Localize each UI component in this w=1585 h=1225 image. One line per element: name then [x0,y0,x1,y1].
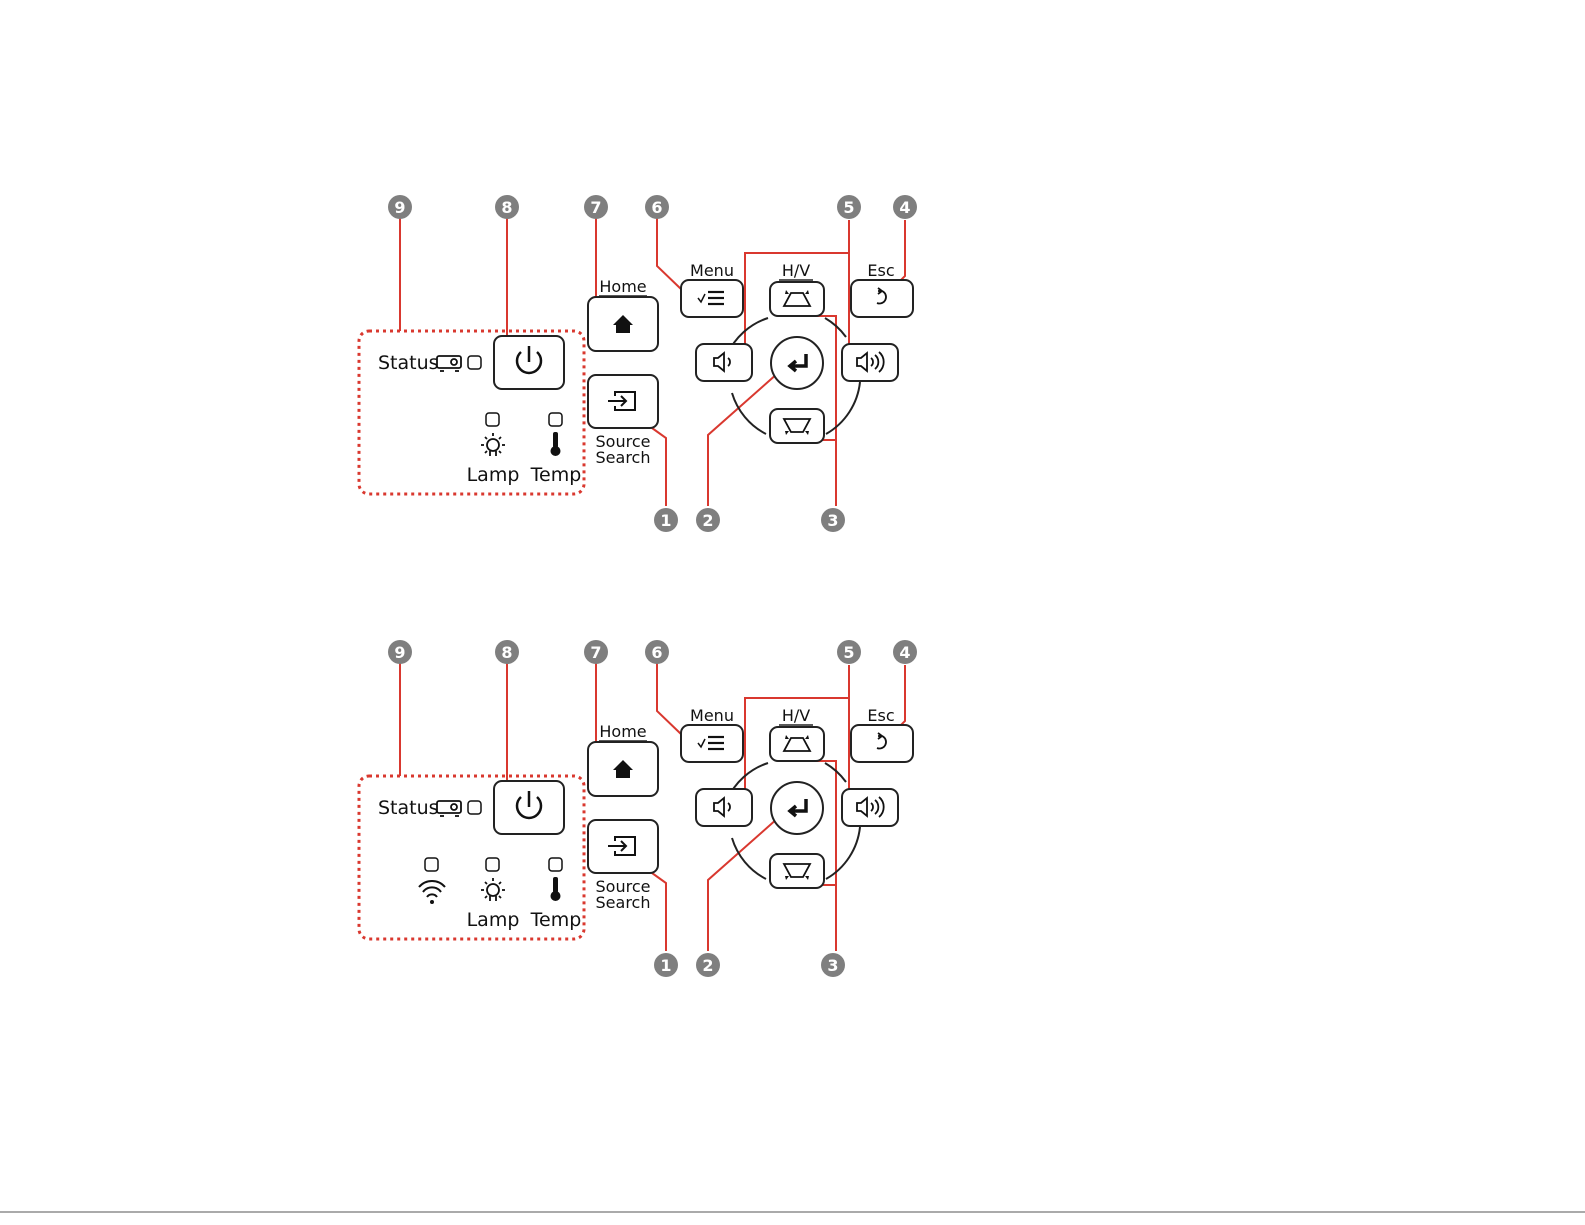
lamp-icon [481,878,505,901]
svg-text:9: 9 [394,643,405,662]
callout-3: 3 [821,953,845,977]
svg-text:4: 4 [899,198,910,217]
status-indicator [468,356,481,369]
wifi-icon [419,881,445,904]
svg-text:4: 4 [899,643,910,662]
status-label: Status [378,797,439,819]
wifi-indicator [425,858,438,871]
volume-up-button[interactable] [842,789,898,826]
source-label-line2: Search [596,448,651,467]
esc-label: Esc [867,261,894,280]
callout-7: 7 [584,195,608,219]
source-search-button[interactable] [588,820,658,873]
callout-6: 6 [645,195,669,219]
temp-label: Temp [530,464,582,486]
thermometer-icon [551,432,561,456]
lamp-label: Lamp [467,909,520,931]
svg-text:7: 7 [590,198,601,217]
svg-text:8: 8 [501,198,512,217]
callout-6: 6 [645,640,669,664]
source-search-button[interactable] [588,375,658,428]
home-button[interactable] [588,742,658,796]
esc-button[interactable] [851,280,913,317]
power-button[interactable] [494,781,564,834]
menu-button[interactable] [681,280,743,317]
keystone-top-button[interactable] [770,727,824,761]
callout-2: 2 [696,953,720,977]
svg-text:3: 3 [827,956,838,975]
svg-text:3: 3 [827,511,838,530]
lamp-icon [481,433,505,456]
callout-9: 9 [388,640,412,664]
menu-label: Menu [690,261,734,280]
svg-text:1: 1 [660,956,671,975]
enter-button[interactable] [771,337,823,389]
callout-8: 8 [495,195,519,219]
home-label: Home [599,722,646,741]
callout-2: 2 [696,508,720,532]
hv-label: H/V [782,261,810,280]
keystone-bottom-button[interactable] [770,409,824,443]
temp-indicator [549,413,562,426]
menu-button[interactable] [681,725,743,762]
volume-down-button[interactable] [696,789,752,826]
menu-label: Menu [690,706,734,725]
hv-label: H/V [782,706,810,725]
svg-text:6: 6 [651,198,662,217]
svg-text:6: 6 [651,643,662,662]
projector-icon [437,356,461,371]
diagram-2: 9 8 7 6 5 4 1 2 3 Menu H/V Esc Home Stat… [359,640,917,977]
enter-button[interactable] [771,782,823,834]
volume-up-button[interactable] [842,344,898,381]
thermometer-icon [551,877,561,901]
projector-icon [437,801,461,816]
lamp-indicator [486,413,499,426]
callout-9: 9 [388,195,412,219]
svg-text:9: 9 [394,198,405,217]
temp-label: Temp [530,909,582,931]
callout-8: 8 [495,640,519,664]
callout-3: 3 [821,508,845,532]
svg-text:1: 1 [660,511,671,530]
home-button[interactable] [588,297,658,351]
callout-4: 4 [893,640,917,664]
svg-text:2: 2 [702,511,713,530]
callout-7: 7 [584,640,608,664]
status-indicator [468,801,481,814]
lamp-indicator [486,858,499,871]
lamp-label: Lamp [467,464,520,486]
status-label: Status [378,352,439,374]
keystone-top-button[interactable] [770,282,824,316]
diagram-1: 9 8 7 6 5 4 1 2 3 Menu H/V Esc Home Stat… [359,195,917,532]
temp-indicator [549,858,562,871]
source-label-line2: Search [596,893,651,912]
keystone-bottom-button[interactable] [770,854,824,888]
svg-text:2: 2 [702,956,713,975]
esc-label: Esc [867,706,894,725]
callout-4: 4 [893,195,917,219]
callout-1: 1 [654,953,678,977]
callout-5: 5 [837,195,861,219]
svg-text:5: 5 [843,643,854,662]
power-button[interactable] [494,336,564,389]
svg-text:8: 8 [501,643,512,662]
svg-text:5: 5 [843,198,854,217]
callout-1: 1 [654,508,678,532]
svg-text:7: 7 [590,643,601,662]
home-label: Home [599,277,646,296]
esc-button[interactable] [851,725,913,762]
callout-5: 5 [837,640,861,664]
volume-down-button[interactable] [696,344,752,381]
